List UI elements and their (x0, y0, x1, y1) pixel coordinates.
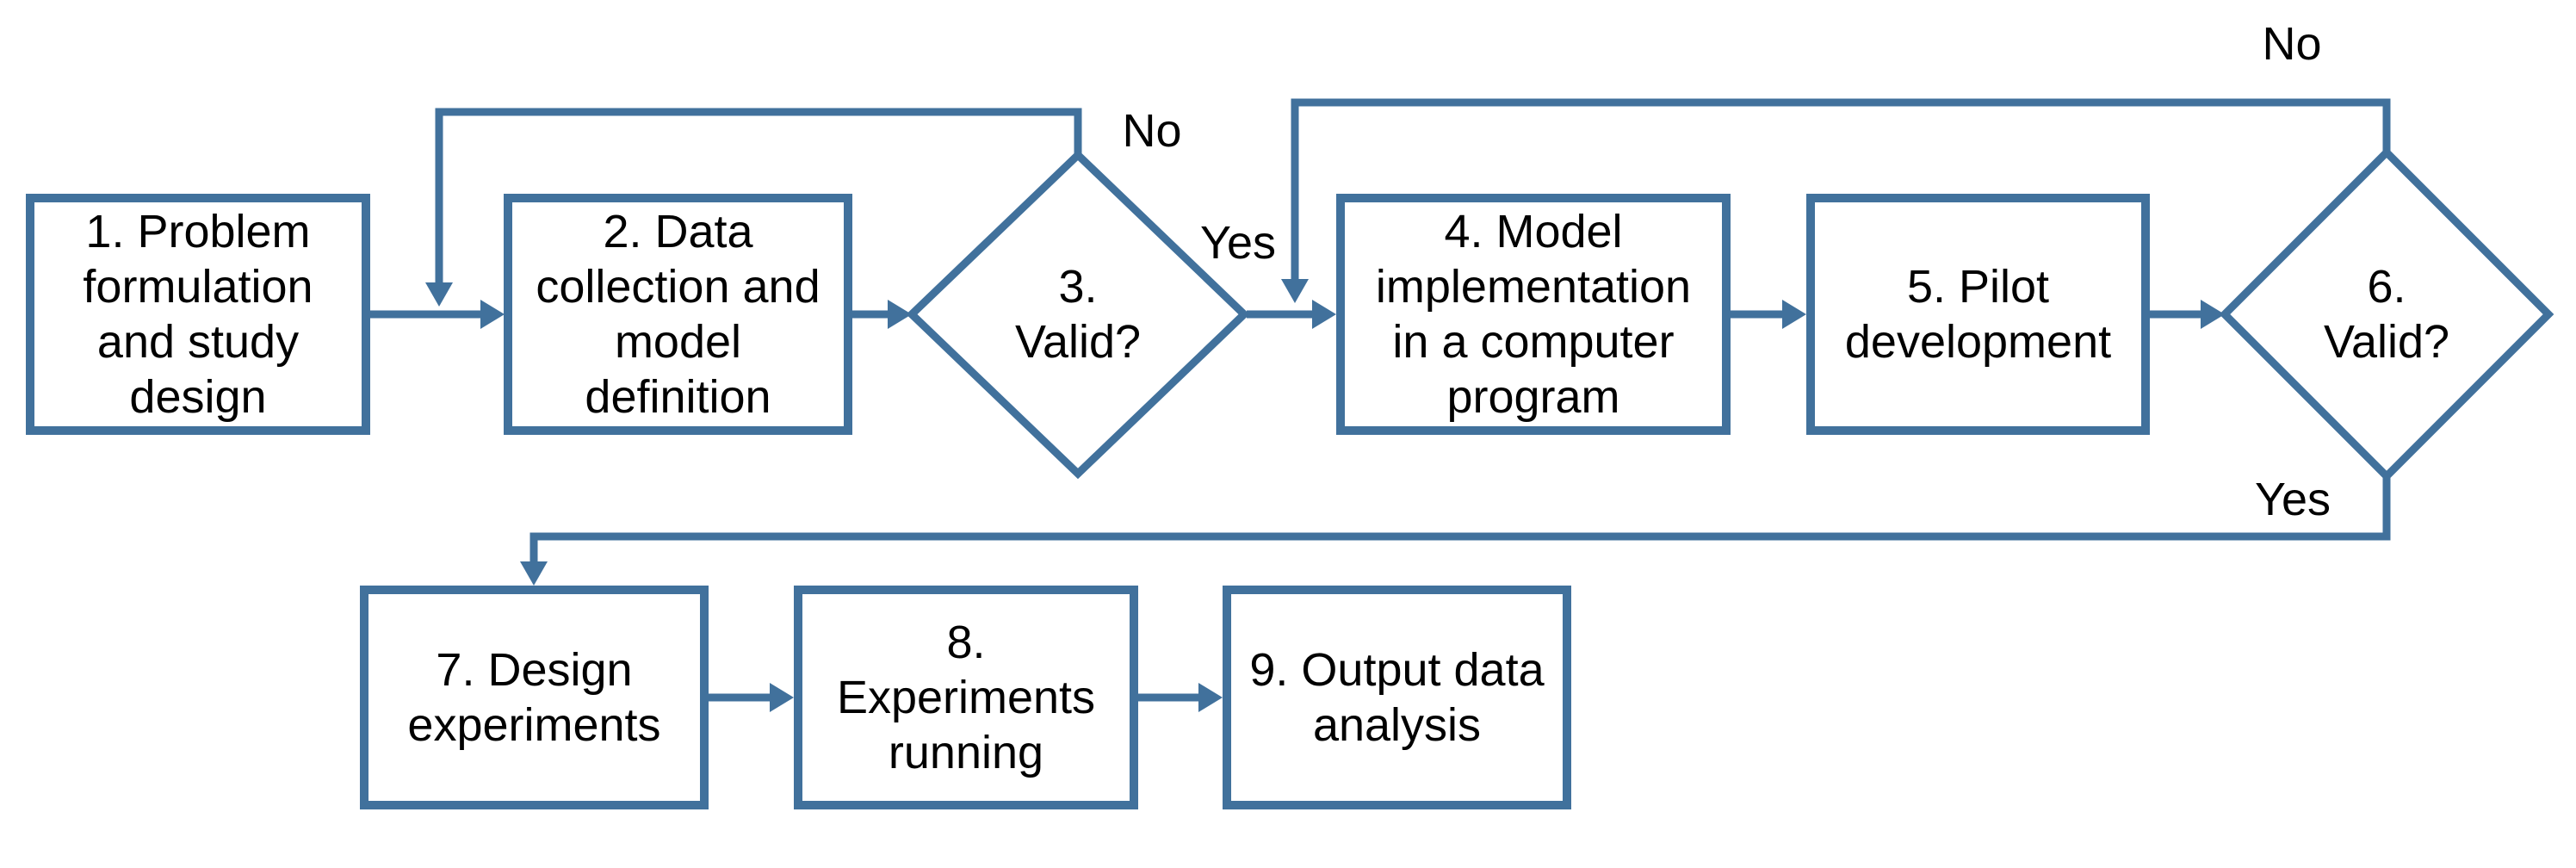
node-5-pilot-development: 5. Pilot development (1806, 194, 2150, 435)
edge-label-no-valid6: No (2232, 18, 2352, 70)
edge-label-yes-valid3: Yes (1173, 216, 1303, 270)
node-6-label: 6. Valid? (2323, 261, 2450, 368)
edge-2-3-arrowhead (888, 300, 912, 329)
node-4-model-implementation: 4. Model implementation in a computer pr… (1336, 194, 1731, 435)
node-6-valid-label-box: 6. Valid? (2257, 257, 2516, 371)
edge-4-5-arrowhead (1782, 300, 1806, 329)
edge-no-valid3-arrowhead (425, 282, 453, 307)
edge-5-6-arrowhead (2201, 300, 2225, 329)
edge-label-yes-valid6: Yes (2232, 474, 2353, 525)
node-1-label: 1. Problem formulation and study design (83, 206, 313, 423)
edge-label-yes-valid6-text: Yes (2254, 474, 2331, 525)
edge-1-2-arrowhead (480, 300, 505, 329)
node-9-output-data-analysis: 9. Output data analysis (1223, 586, 1571, 809)
edge-yes-valid3-arrowhead (1312, 300, 1336, 329)
edge-label-no-valid3: No (1092, 105, 1212, 157)
edge-yes-valid6-line (529, 476, 2391, 563)
edge-no-valid6-arrowhead (1281, 279, 1309, 303)
edge-8-9-arrowhead (1198, 683, 1223, 712)
node-8-experiments-running: 8. Experiments running (794, 586, 1138, 809)
node-9-label: 9. Output data analysis (1249, 644, 1545, 751)
edge-no-valid3-line (435, 108, 1082, 284)
node-5-label: 5. Pilot development (1844, 261, 2112, 368)
node-2-data-collection: 2. Data collection and model definition (504, 194, 852, 435)
edge-label-no-valid6-text: No (2262, 18, 2322, 70)
node-3-valid-diamond (906, 149, 1250, 480)
node-4-label: 4. Model implementation in a computer pr… (1375, 206, 1692, 423)
node-7-design-experiments: 7. Design experiments (360, 586, 709, 809)
node-3-valid-label-box: 3. Valid? (949, 257, 1207, 371)
edge-yes-valid6-arrowhead (520, 561, 548, 586)
edge-7-8-arrowhead (770, 683, 794, 712)
edge-label-no-valid3-text: No (1122, 105, 1182, 157)
edge-label-yes-valid3-text: Yes (1199, 217, 1277, 269)
node-7-label: 7. Design experiments (407, 644, 661, 751)
node-2-label: 2. Data collection and model definition (536, 206, 820, 423)
node-1-problem-formulation: 1. Problem formulation and study design (26, 194, 370, 435)
edge-no-valid6-line (1291, 98, 2391, 281)
node-6-valid-diamond (2219, 146, 2554, 482)
node-3-label: 3. Valid? (1014, 261, 1142, 368)
node-8-label: 8. Experiments running (836, 617, 1096, 778)
